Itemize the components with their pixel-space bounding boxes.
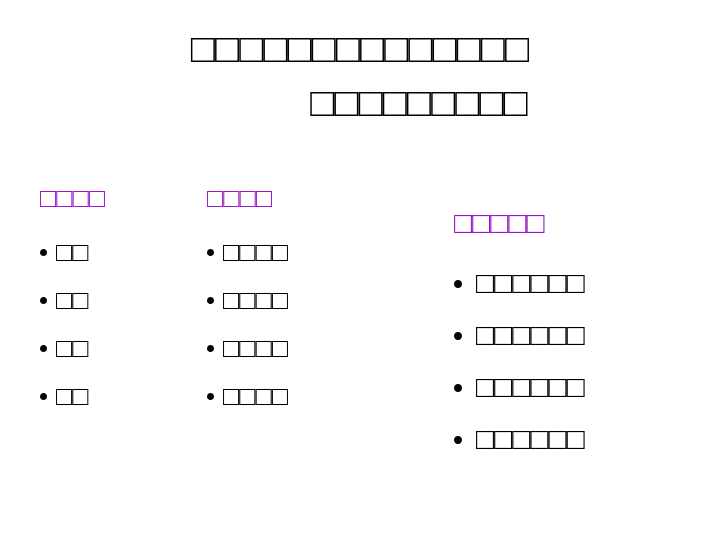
- list-item-label: □□: [56, 237, 89, 267]
- bullet-point-icon: [40, 248, 47, 256]
- list-item-label: □□□□: [223, 285, 289, 315]
- content-column-3: □□□□□ □□□□□□ □□□□□□ □□□□□□ □□□□□□: [454, 206, 585, 466]
- list-item: □□: [40, 228, 105, 276]
- list-item: □□□□: [207, 372, 288, 420]
- list-item: □□□□□□: [454, 414, 585, 466]
- bullet-point-icon: [454, 280, 462, 288]
- column-2-bullet-list: □□□□ □□□□ □□□□ □□□□: [207, 228, 288, 420]
- list-item: □□: [40, 324, 105, 372]
- column-1-heading: □□□□: [40, 183, 106, 213]
- list-item: □□□□□□: [454, 258, 585, 310]
- list-item-label: □□: [56, 333, 89, 363]
- bullet-point-icon: [207, 344, 214, 352]
- list-item-label: □□□□: [223, 237, 289, 267]
- list-item: □□: [40, 276, 105, 324]
- list-item-label: □□: [56, 285, 89, 315]
- list-item: □□□□□□: [454, 310, 585, 362]
- bullet-point-icon: [40, 392, 47, 400]
- list-item-label: □□□□□□: [476, 371, 585, 404]
- list-item-label: □□□□: [223, 381, 289, 411]
- column-3-bullet-list: □□□□□□ □□□□□□ □□□□□□ □□□□□□: [454, 258, 585, 466]
- list-item-label: □□: [56, 381, 89, 411]
- list-item-label: □□□□: [223, 333, 289, 363]
- slide-title: □□□□□□□□□□□□□□ □□□□□□□□□: [0, 22, 720, 130]
- bullet-point-icon: [207, 392, 214, 400]
- slide-title-line-1: □□□□□□□□□□□□□□: [190, 27, 530, 71]
- list-item: □□□□: [207, 276, 288, 324]
- list-item: □□□□: [207, 324, 288, 372]
- column-3-heading: □□□□□: [454, 207, 545, 240]
- content-column-2: □□□□ □□□□ □□□□ □□□□ □□□□: [207, 182, 288, 420]
- bullet-point-icon: [207, 248, 214, 256]
- bullet-point-icon: [40, 296, 47, 304]
- bullet-point-icon: [454, 384, 462, 392]
- slide-title-line-2: □□□□□□□□□: [310, 81, 528, 125]
- column-1-bullet-list: □□ □□ □□ □□: [40, 228, 105, 420]
- list-item: □□: [40, 372, 105, 420]
- bullet-point-icon: [454, 332, 462, 340]
- list-item-label: □□□□□□: [476, 423, 585, 456]
- list-item: □□□□: [207, 228, 288, 276]
- list-item: □□□□□□: [454, 362, 585, 414]
- bullet-point-icon: [40, 344, 47, 352]
- content-column-1: □□□□ □□ □□ □□ □□: [40, 182, 105, 420]
- bullet-point-icon: [454, 436, 462, 444]
- column-2-heading: □□□□: [207, 183, 273, 213]
- bullet-point-icon: [207, 296, 214, 304]
- list-item-label: □□□□□□: [476, 267, 585, 300]
- list-item-label: □□□□□□: [476, 319, 585, 352]
